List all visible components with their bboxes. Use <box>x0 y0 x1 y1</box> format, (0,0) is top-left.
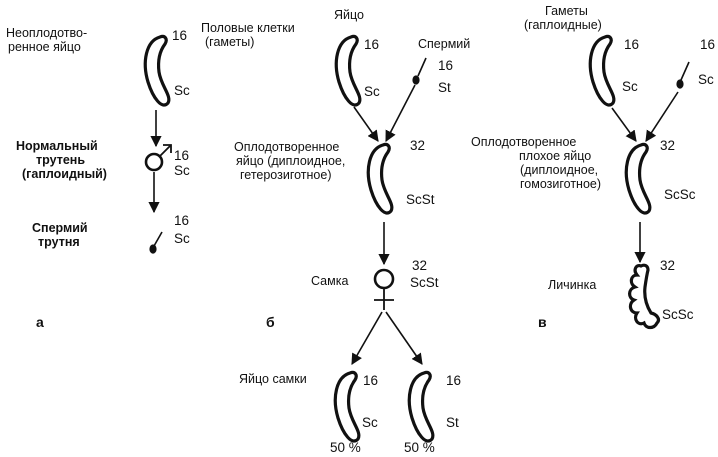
homozygote-label-line1: Оплодотворенное <box>471 135 576 149</box>
homozygote-chrom: 32 <box>660 138 675 153</box>
drone-sperm-label-line1: Спермий <box>32 221 88 235</box>
homozygote-cell <box>624 142 652 215</box>
arrow-sperm-to-zygote <box>385 84 416 142</box>
haploid-gametes-label-line1: Гаметы <box>545 4 588 18</box>
arrow-female-to-egg2 <box>385 311 423 365</box>
unfertilized-egg-cell <box>143 34 171 107</box>
panel-letter-c: в <box>538 314 547 330</box>
egg-genotype: Sc <box>364 84 380 99</box>
zygote-label-line3: гетерозиготное) <box>240 168 332 182</box>
haploid-gametes-label-line2: (гаплоидные) <box>524 18 602 32</box>
female-egg2-cell <box>407 370 435 443</box>
arrow-gamete-egg-to-zygote <box>611 107 637 142</box>
zygote-cell <box>366 142 394 215</box>
arrow-egg-to-zygote <box>353 106 379 142</box>
panel-c: Гаметы (гаплоидные) 16 Sc 16 Sc Оплодотв… <box>471 4 715 330</box>
female-egg1-percent: 50 % <box>330 440 361 455</box>
arrow-gamete-sperm-to-zygote <box>645 91 679 142</box>
panel-letter-a: а <box>36 314 44 330</box>
gamete-egg-cell <box>588 34 616 107</box>
female-egg1-chrom: 16 <box>363 373 378 388</box>
gamete-sperm-genotype: Sc <box>698 72 714 87</box>
gamete-egg-chrom: 16 <box>624 37 639 52</box>
homozygote-genotype: ScSc <box>664 187 696 202</box>
female-egg2-genotype: St <box>446 415 459 430</box>
panel-b: Половые клетки (гаметы) Яйцо 16 Sc Сперм… <box>201 8 470 455</box>
drone-sperm-chrom: 16 <box>174 213 189 228</box>
egg-cell <box>334 34 362 107</box>
unfertilized-egg-genotype: Sc <box>174 83 190 98</box>
sperm-label: Спермий <box>418 37 470 51</box>
gamete-egg-genotype: Sc <box>622 79 638 94</box>
drone-label-line1: Нормальный <box>16 139 98 153</box>
panel-letter-b: б <box>266 314 275 330</box>
female-label: Самка <box>311 274 348 288</box>
drone-sperm-icon <box>149 231 163 254</box>
egg-chrom: 16 <box>364 37 379 52</box>
sperm-genotype: St <box>438 80 451 95</box>
female-genotype: ScSt <box>410 275 439 290</box>
female-eggs-label: Яйцо самки <box>239 372 307 386</box>
larva-body <box>628 263 661 330</box>
zygote-genotype: ScSt <box>406 192 435 207</box>
female-symbol-icon <box>373 268 395 310</box>
gametes-label-line1: Половые клетки <box>201 21 295 35</box>
drone-sperm-label-line2: трутня <box>38 235 80 249</box>
homozygote-label-line2: плохое яйцо <box>519 149 591 163</box>
homozygote-label-line3: (диплоидное, <box>520 163 598 177</box>
drone-label-line2: трутень <box>36 153 85 167</box>
drone-genotype: Sc <box>174 163 190 178</box>
zygote-chrom: 32 <box>410 138 425 153</box>
panel-a: Неоплодотво- ренное яйцо 16 Sc Нормальны… <box>6 26 190 330</box>
female-egg1-cell <box>333 370 361 443</box>
female-egg1-genotype: Sc <box>362 415 378 430</box>
zygote-label-line1: Оплодотворенное <box>234 140 339 154</box>
drone-label-line3: (гаплоидный) <box>22 167 107 181</box>
gamete-sperm-chrom: 16 <box>700 37 715 52</box>
male-symbol-icon <box>144 144 172 172</box>
unfertilized-egg-label-line1: Неоплодотво- <box>6 26 87 40</box>
drone-chrom: 16 <box>174 148 189 163</box>
female-egg2-percent: 50 % <box>404 440 435 455</box>
drone-sperm-genotype: Sc <box>174 231 190 246</box>
larva-chrom: 32 <box>660 258 675 273</box>
unfertilized-egg-chrom: 16 <box>172 28 187 43</box>
gametes-label-line2: (гаметы) <box>205 35 254 49</box>
arrow-female-to-egg1 <box>351 311 383 365</box>
unfertilized-egg-label-line2: ренное яйцо <box>8 40 81 54</box>
female-egg2-chrom: 16 <box>446 373 461 388</box>
homozygote-label-line4: гомозиготное) <box>520 177 601 191</box>
female-chrom: 32 <box>412 258 427 273</box>
gamete-sperm-icon <box>676 61 690 89</box>
larva-genotype: ScSc <box>662 307 694 322</box>
egg-label: Яйцо <box>334 8 364 22</box>
larva-label: Личинка <box>548 278 596 292</box>
sperm-icon <box>412 57 427 85</box>
zygote-label-line2: яйцо (диплоидное, <box>236 154 345 168</box>
sperm-chrom: 16 <box>438 58 453 73</box>
